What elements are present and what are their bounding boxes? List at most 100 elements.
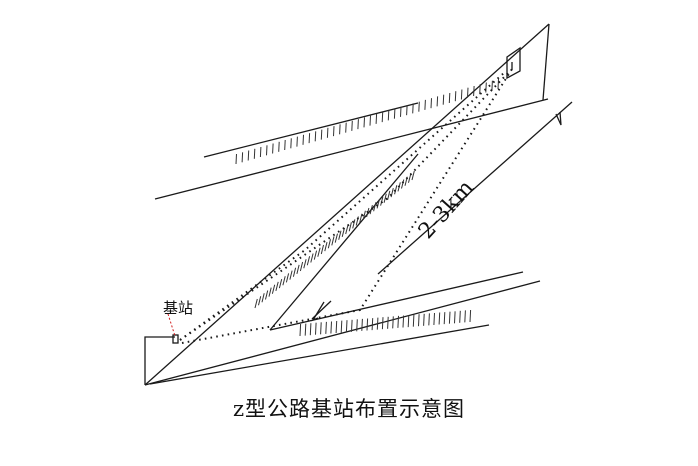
upper-road-near-edge [154, 98, 549, 200]
hatch-tick [381, 112, 384, 123]
hatch-tick [284, 139, 286, 151]
hatch-tick [402, 315, 405, 328]
upper-tower-site [506, 46, 521, 80]
hatch-tick [292, 267, 297, 277]
hatch-tick [265, 290, 269, 300]
hatch-tick [485, 82, 487, 93]
hatch-tick [327, 239, 331, 249]
hatch-tick [479, 84, 481, 95]
hatch-tick [275, 281, 279, 292]
hatch-tick [308, 133, 311, 144]
hatch-tick [357, 119, 359, 130]
distance-label: 2-3km [414, 175, 479, 244]
hatch-tick [359, 213, 363, 223]
upper-road-hatching [235, 78, 499, 165]
lower-road-far-edge [144, 280, 541, 386]
hatch-tick [443, 312, 446, 325]
hatch-tick [430, 98, 432, 109]
hatch-tick [331, 236, 335, 246]
hatch-tick [381, 317, 384, 330]
hatch-tick [324, 241, 328, 252]
base-station-leader-line [167, 313, 176, 337]
hatch-tick [325, 321, 327, 334]
hatch-tick [469, 309, 472, 323]
hatch-tick [348, 222, 352, 232]
hatch-tick [356, 319, 358, 332]
hatch-tick [438, 312, 441, 325]
hatch-tick [330, 321, 332, 334]
hatch-tick [392, 316, 394, 329]
hatch-tick [407, 315, 410, 328]
diagonal-road-edge-c [377, 101, 573, 275]
hatch-tick [464, 310, 466, 323]
hatch-tick [362, 210, 366, 220]
hatch-tick [340, 320, 343, 333]
hatch-tick [345, 122, 347, 133]
hatch-tick [326, 127, 329, 138]
hatch-tick [334, 233, 338, 243]
hatch-tick [428, 313, 430, 326]
hatch-tick [259, 146, 262, 158]
hatch-tick [376, 317, 379, 330]
hatch-tick [320, 244, 324, 255]
hatch-tick [387, 316, 389, 329]
hatch-tick [320, 322, 322, 335]
hatch-tick [303, 259, 307, 269]
hatch-tick [304, 323, 307, 336]
hatch-tick [497, 78, 499, 90]
hatch-tick [423, 313, 425, 326]
hatch-tick [393, 108, 396, 119]
hatch-tick [341, 227, 345, 238]
hatch-tick [448, 92, 451, 104]
hatch-tick [317, 247, 321, 257]
hatch-tick [253, 148, 256, 159]
hatch-tick [369, 115, 371, 126]
hatch-tick [302, 134, 304, 145]
base-station-site-outline [144, 336, 175, 385]
lower-road-hatching [299, 309, 472, 337]
hatch-tick [271, 284, 276, 294]
diagram-caption: z型公路基站布置示意图 [232, 397, 466, 421]
hatch-tick [310, 253, 314, 263]
hatch-tick [406, 105, 408, 116]
hatch-tick [320, 129, 323, 140]
hatch-tick [278, 141, 280, 152]
hatch-tick [261, 293, 265, 303]
hatch-tick [313, 250, 318, 260]
diagonal-road-edge-b [269, 153, 419, 331]
hatch-tick [411, 170, 415, 181]
hatch-tick [278, 278, 283, 289]
diagonal-road-edge-d [269, 271, 524, 331]
hatch-tick [272, 143, 274, 154]
hatch-tick [345, 224, 349, 235]
hatch-tick [418, 314, 420, 327]
distance-arrow-lower-shaft [311, 300, 332, 320]
hatch-tick [366, 318, 369, 331]
hatch-tick [282, 276, 286, 286]
hatch-tick [335, 320, 338, 334]
diagonal-road-hatching [254, 170, 415, 309]
hatch-tick [296, 264, 300, 275]
hatch-tick [289, 270, 293, 280]
upper-road-end-edge [542, 23, 550, 101]
hatch-tick [306, 256, 311, 266]
hatch-tick [412, 314, 415, 327]
base-station-marker [172, 334, 179, 344]
signal-path-lower-road [181, 68, 513, 344]
hatch-tick [387, 110, 390, 121]
hatch-tick [345, 320, 348, 333]
hatch-tick [351, 120, 353, 131]
hatch-tick [400, 106, 402, 117]
hatch-tick [448, 311, 451, 324]
hatch-tick [371, 318, 374, 331]
hatch-tick [290, 138, 292, 149]
hatch-tick [397, 315, 399, 328]
hatch-tick [309, 323, 312, 336]
hatch-tick [373, 202, 377, 212]
hatch-tick [454, 311, 456, 324]
lower-road-near-edge [149, 324, 490, 385]
hatch-tick [408, 173, 412, 183]
hatch-tick [247, 150, 250, 161]
